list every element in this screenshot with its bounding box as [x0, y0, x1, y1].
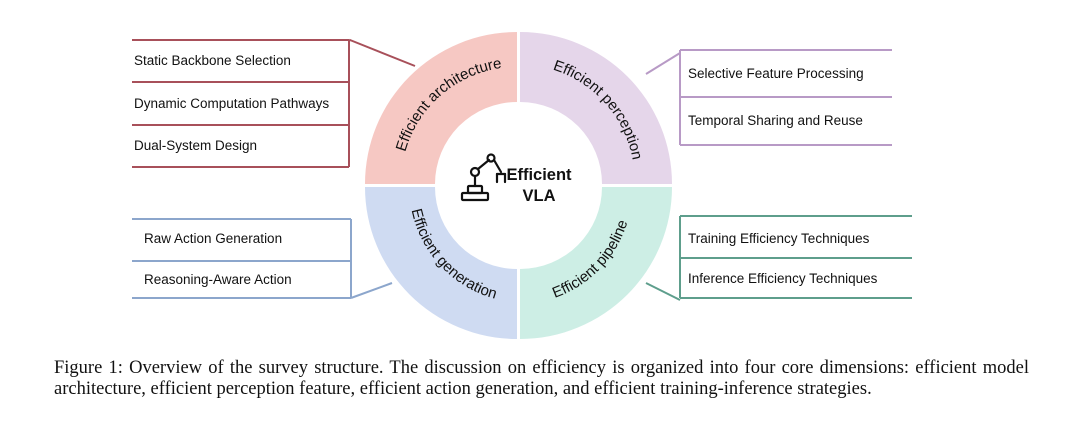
box-temporal-sharing-and-reuse: Temporal Sharing and Reuse — [688, 113, 863, 128]
center-title-line1: Efficient — [506, 166, 572, 184]
box-dual-system-design: Dual-System Design — [134, 138, 257, 153]
pipeline-connector — [645, 282, 681, 301]
generation-bracket — [132, 218, 352, 299]
architecture-connector — [348, 38, 416, 67]
perception-connector — [645, 52, 681, 75]
architecture-bracket — [132, 39, 350, 168]
box-selective-feature-processing: Selective Feature Processing — [688, 66, 864, 81]
center-title-line2: VLA — [523, 187, 556, 205]
box-inference-efficiency-techniques: Inference Efficiency Techniques — [688, 271, 878, 286]
generation-connector — [350, 282, 393, 299]
figure-caption: Figure 1: Overview of the survey structu… — [54, 358, 1029, 399]
survey-structure-diagram: Efficient architecture Efficient percept… — [132, 32, 912, 339]
generation-segment — [365, 187, 517, 339]
perception-bracket — [679, 49, 892, 146]
box-dynamic-computation-pathways: Dynamic Computation Pathways — [134, 96, 329, 111]
box-reasoning-aware-action: Reasoning-Aware Action — [144, 272, 292, 287]
robot-arm-icon — [460, 153, 507, 202]
pipeline-segment — [520, 187, 672, 339]
pipeline-bracket — [679, 215, 912, 299]
box-static-backbone-selection: Static Backbone Selection — [134, 53, 291, 68]
box-training-efficiency-techniques: Training Efficiency Techniques — [688, 231, 870, 246]
architecture-segment — [365, 32, 517, 184]
perception-segment — [520, 32, 672, 184]
box-raw-action-generation: Raw Action Generation — [144, 231, 282, 246]
